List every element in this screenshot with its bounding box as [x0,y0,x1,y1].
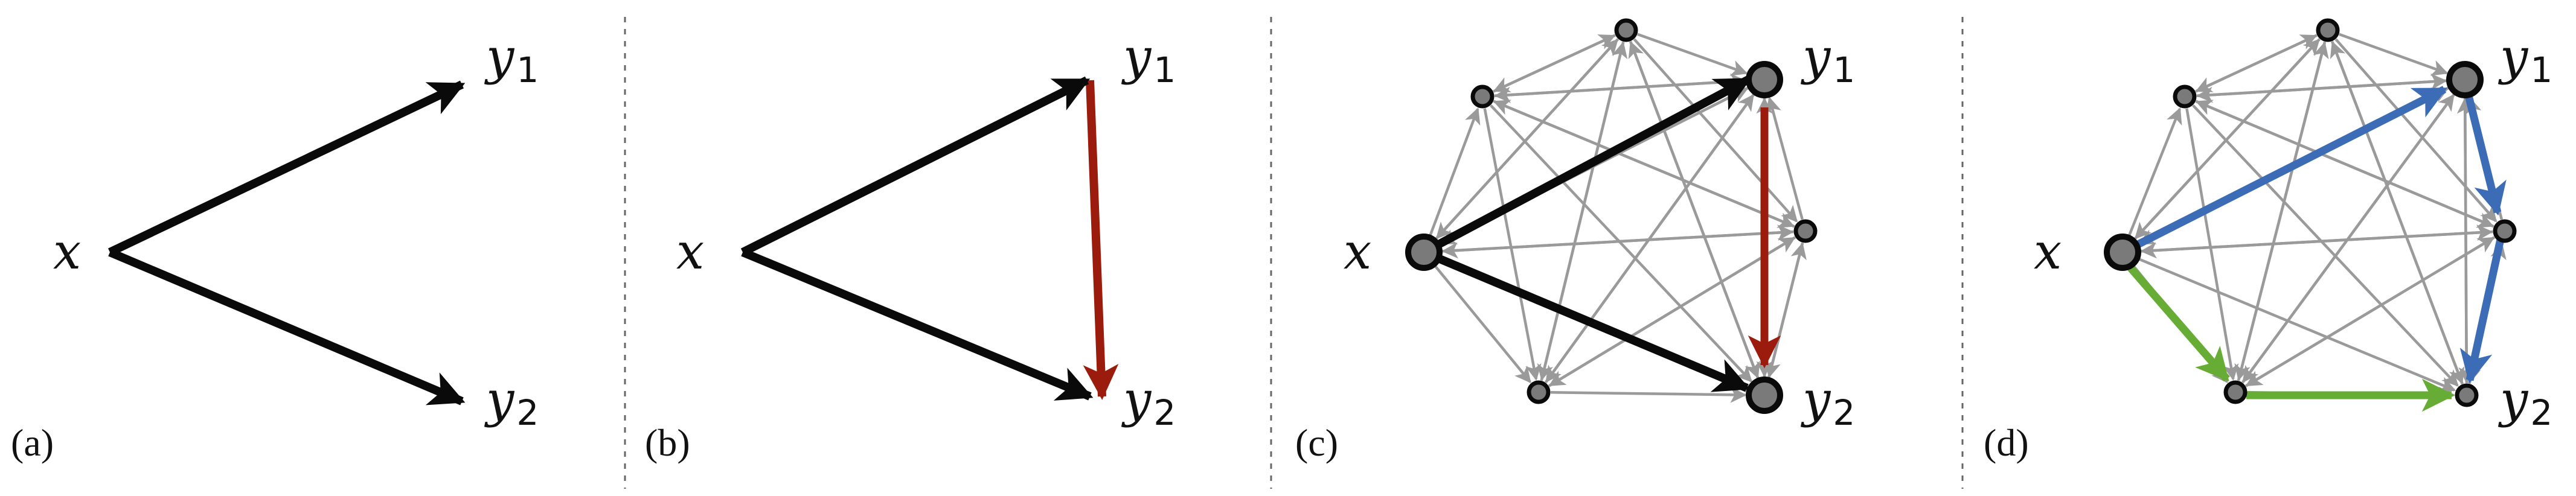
graph-edge [1637,33,1748,76]
panel-caption: (b) [645,421,690,464]
graph-edge [2339,33,2449,76]
node-label-y2: y2 [1121,371,1176,433]
graph-edge [1633,38,1798,223]
node-label-x: x [2034,223,2062,281]
graph-node [2493,219,2517,243]
graph-edge [2245,237,2495,387]
graph-edge [2128,107,2182,236]
arrow-x-to-y1 [740,76,1091,256]
graph-edge [2456,97,2473,384]
node-label-y2: y2 [1800,371,1855,433]
panel-a: x y1 y2 (a) [11,28,539,464]
blue-path-x-to-y1 [2121,86,2447,256]
panel-caption: (c) [1295,421,1338,464]
arrow-x-to-y2 [108,248,466,405]
graph-edge [1483,108,1542,381]
graph-node [2446,61,2484,98]
node-label-x: x [676,223,704,281]
graph-node [2104,234,2141,271]
green-path-x-to-node [2126,262,2230,382]
graph-edge [1540,41,1628,381]
graph-edge [1435,38,1620,240]
node-label-y1: y1 [1800,28,1855,91]
arrow-y1-to-y2 [1083,80,1119,400]
arrow-x-to-y1 [107,80,466,256]
graph-edge [2196,79,2447,103]
graph-edge [1434,265,1531,384]
arrow-x-to-y2 [741,248,1094,401]
graph-node [1746,61,1783,98]
panel-caption: (a) [11,421,54,464]
graph-nodes [1405,18,1818,414]
graph-edge [1493,34,1616,93]
arrow-x-to-y1 [1421,75,1752,256]
node-label-y1: y1 [1121,28,1176,91]
node-label-y1: y1 [2498,28,2552,91]
graph-edge [1550,386,1747,403]
graph-node [1405,234,1443,271]
graph-edge [2195,34,2318,93]
graph-edge [1548,237,1796,387]
graph-edge [1765,97,1804,220]
graph-edge [2138,258,2456,392]
graph-edge [2185,108,2239,381]
graph-node [1527,380,1551,404]
graph-edge [1429,107,1481,236]
graph-edge [2334,38,2498,223]
graph-edge [2242,93,2456,383]
graph-edge [1545,94,1755,383]
node-label-x: x [1344,223,1371,281]
panel-d: x y1 y2 (d) [1984,18,2552,464]
graph-edge [1767,242,1807,378]
graph-nodes [2104,18,2517,407]
graph-edge [1441,230,1794,259]
graph-node [1793,219,1818,243]
arrow-x-to-y2 [1422,248,1751,392]
graph-edge [1628,41,1760,379]
graph-node [2223,380,2248,404]
blue-path-y1-to-mid [2462,84,2507,216]
graph-node [2455,383,2479,407]
graph-edge [2237,41,2329,381]
graph-edge [1494,79,1747,103]
graph-edge [1493,100,1795,228]
graph-node [2173,84,2197,109]
graph-node [1746,377,1783,414]
panel-c: x y1 y2 (c) [1295,18,1855,464]
graph-edge [2140,230,2493,259]
graph-edge [1490,104,1752,383]
graph-node [1614,18,1638,42]
node-label-x: x [53,223,81,281]
graph-node [2316,18,2340,42]
blue-path-mid-to-y2 [2459,235,2505,384]
panel-caption: (d) [1984,421,2029,464]
node-label-y2: y2 [484,371,539,433]
graph-edge [2134,38,2321,240]
graph-edge [2330,41,2464,385]
node-label-y1: y1 [484,28,539,91]
panel-b: x y1 y2 (b) [645,28,1176,464]
graph-node [1470,84,1495,109]
graph-edge [2192,104,2459,387]
node-label-y2: y2 [2498,371,2552,433]
graph-edge [2195,100,2494,228]
